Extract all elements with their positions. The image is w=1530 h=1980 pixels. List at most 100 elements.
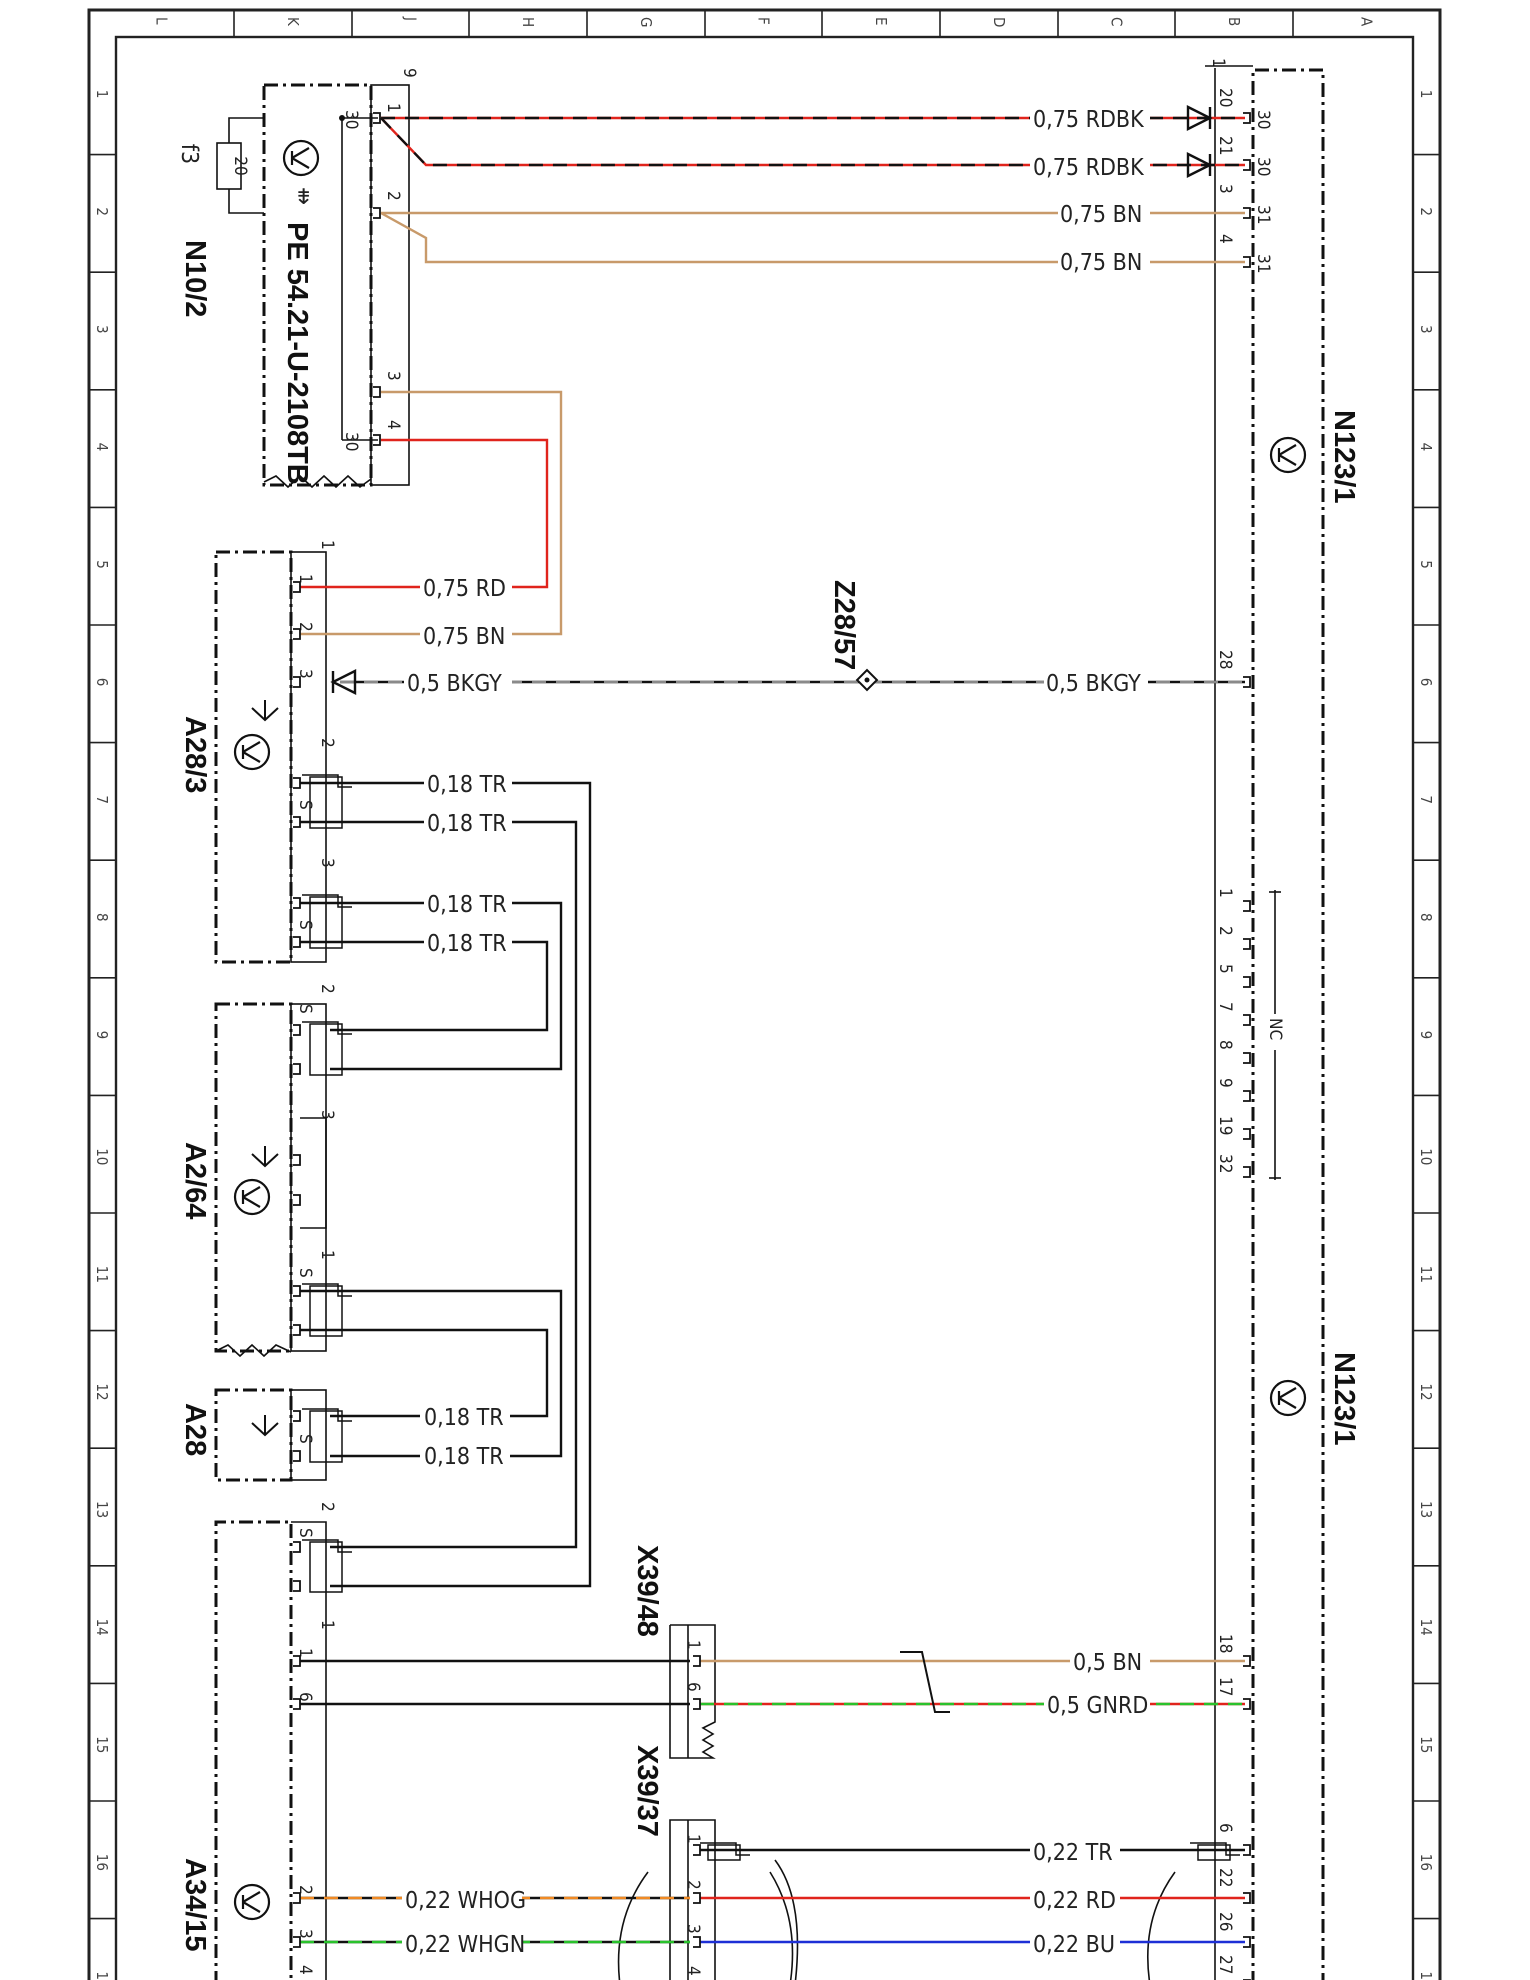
shield-a28-3-b-box (309, 896, 343, 949)
wire-label-gap-14 (1070, 1648, 1150, 1674)
antenna-icon (251, 700, 279, 722)
connector-x39-48: X39/48 1 6 (631, 1545, 716, 1759)
ruler-col-label: C (1108, 17, 1126, 26)
n10-2-t30b: 30 (341, 432, 361, 451)
ruler-row-label: 3 (1417, 325, 1435, 334)
wire-label-rd-17: 0,22 RD (1033, 1888, 1116, 1914)
connector-x39-37: X39/37 1 2 3 4 (617, 1745, 1176, 1980)
n10-2-zigzag (263, 474, 372, 489)
ruler-row-label: 5 (93, 560, 111, 569)
inner-frame (114, 35, 1415, 1980)
x39-48-pin-6: 6 (683, 1682, 703, 1692)
n10-2-housing (262, 83, 373, 487)
pin-labels: 2030213033143128181762226271257891932112… (293, 88, 1273, 1980)
a28-pin-tick (293, 1410, 301, 1422)
a28-3-pin-tick (293, 816, 301, 828)
x39-37-pin-2: 2 (683, 1880, 703, 1890)
n123-1-terminal-number: 1 (1208, 58, 1228, 68)
a34-15-label: A34/15 (179, 1858, 211, 1952)
ruler-row-label: 16 (1417, 1854, 1435, 1871)
a34-15-pin-tick (293, 1655, 301, 1667)
n123-pin-label: 18 (1215, 1634, 1235, 1653)
n123-pin-label: 26 (1215, 1912, 1235, 1931)
n123-pin-label: 6 (1215, 1823, 1235, 1833)
a28-pin-tick (293, 1450, 301, 1462)
ruler-row-label: 7 (93, 795, 111, 804)
shield-a2-64-b-box (309, 1285, 343, 1337)
transistor-icon (233, 1178, 271, 1216)
n123-pin-tick (1243, 207, 1251, 219)
ruler-col-label: H (519, 17, 537, 27)
a2-64-terminal-2: 2 (317, 984, 337, 994)
a28-3-connector-strip (290, 551, 327, 963)
cable-bundle-outline (617, 1871, 794, 1980)
ruler-row-label: 8 (93, 913, 111, 922)
a34-15-pin-3: 3 (295, 1929, 315, 1939)
ruler-col-label: A (1358, 17, 1376, 27)
antenna-icon (251, 1415, 279, 1437)
ruler-row-label: 6 (93, 678, 111, 687)
n123-pin-tick (1243, 256, 1251, 268)
ruler-row-label: 8 (1417, 913, 1435, 922)
wire-label-gap-5 (420, 621, 512, 647)
n123-pin-tick (1243, 1014, 1251, 1026)
n123-terminal-label: 31 (1253, 254, 1273, 273)
a28-3-terminal-3: 3 (317, 858, 337, 868)
wire-tr-4 (300, 940, 549, 1032)
transistor-icon (282, 139, 320, 177)
a28-3-pin-tick (293, 936, 301, 948)
n10-2-label: N10/2 (179, 240, 211, 317)
wire-label-gap-18 (1030, 1885, 1120, 1911)
fuse-f3-lead (228, 117, 264, 143)
arrow-marker (1186, 105, 1213, 131)
transistor-icon (233, 1883, 271, 1921)
ruler-col-label: L (153, 17, 171, 25)
ruler-row-label: 10 (1417, 1148, 1435, 1165)
ruler-row-label: 14 (1417, 1619, 1435, 1636)
a2-64-pin-bracket (300, 1117, 327, 1229)
n123-nc-pin-label: 1 (1215, 888, 1235, 898)
a28-3-pin-tick (293, 581, 301, 593)
wire-label-whgn: 0,22 WHGN (405, 1932, 525, 1958)
a28-3-label: A28/3 (179, 716, 211, 793)
ruler-row-label: 2 (93, 207, 111, 216)
n123-pin-tick (1243, 159, 1251, 171)
ruler-row-label: 10 (93, 1148, 111, 1165)
x39-37-body (669, 1819, 716, 1980)
ruler-row-label: 12 (93, 1383, 111, 1400)
wire-label-gap-0 (1030, 105, 1150, 131)
a28-label: A28 (179, 1403, 211, 1456)
a28-3-pin-tick (293, 897, 301, 909)
transistor-icon (233, 733, 271, 771)
component-n10-2: 20 f3 ⇻ PE 54.21-U-2108TB N10/2 9 30 30 … (176, 68, 419, 489)
a28-housing (214, 1388, 293, 1482)
ruler-row-label: 9 (93, 1031, 111, 1040)
wire-label-gap-10 (424, 890, 512, 916)
n123-pin-label: 21 (1215, 136, 1235, 155)
ruler-row-label: 13 (93, 1501, 111, 1518)
a2-64-pin-tick (293, 1285, 301, 1297)
wire-label-gap-19 (402, 1929, 522, 1955)
wire-label-bn-4: 0,75 BN (1060, 250, 1142, 276)
component-a34-15: A34/15 (179, 1520, 327, 1980)
ruler-row-label: 14 (93, 1619, 111, 1636)
wire-bn-4 (380, 211, 1245, 264)
a2-64-housing (214, 1002, 293, 1353)
n123-nc-pin-label: 19 (1215, 1116, 1235, 1135)
ruler-row-label: 11 (93, 1266, 111, 1283)
a28-3-terminal-2: 2 (317, 738, 337, 748)
wire-label-tr-5: 0,18 TR (424, 1405, 504, 1431)
n123-nc-pin-label: 9 (1215, 1078, 1235, 1088)
ruler-row-label: 13 (1417, 1501, 1435, 1518)
n10-2-pin-tick (373, 207, 381, 219)
n123-pin-tick (1243, 938, 1251, 950)
ruler-row-label: 16 (93, 1854, 111, 1871)
n10-2-pin-1: 1 (383, 103, 403, 113)
ruler-col-label: D (990, 17, 1008, 27)
wire-break-mark (900, 1651, 950, 1713)
a28-3-pin-tick (293, 628, 301, 640)
wire-label-bu-18: 0,22 BU (1033, 1932, 1115, 1958)
wire-label-gnrd-15: 0,5 GNRD (1047, 1693, 1148, 1719)
n123-pin-tick (1243, 1698, 1251, 1710)
a34-15-pin-4: 4 (295, 1965, 315, 1975)
